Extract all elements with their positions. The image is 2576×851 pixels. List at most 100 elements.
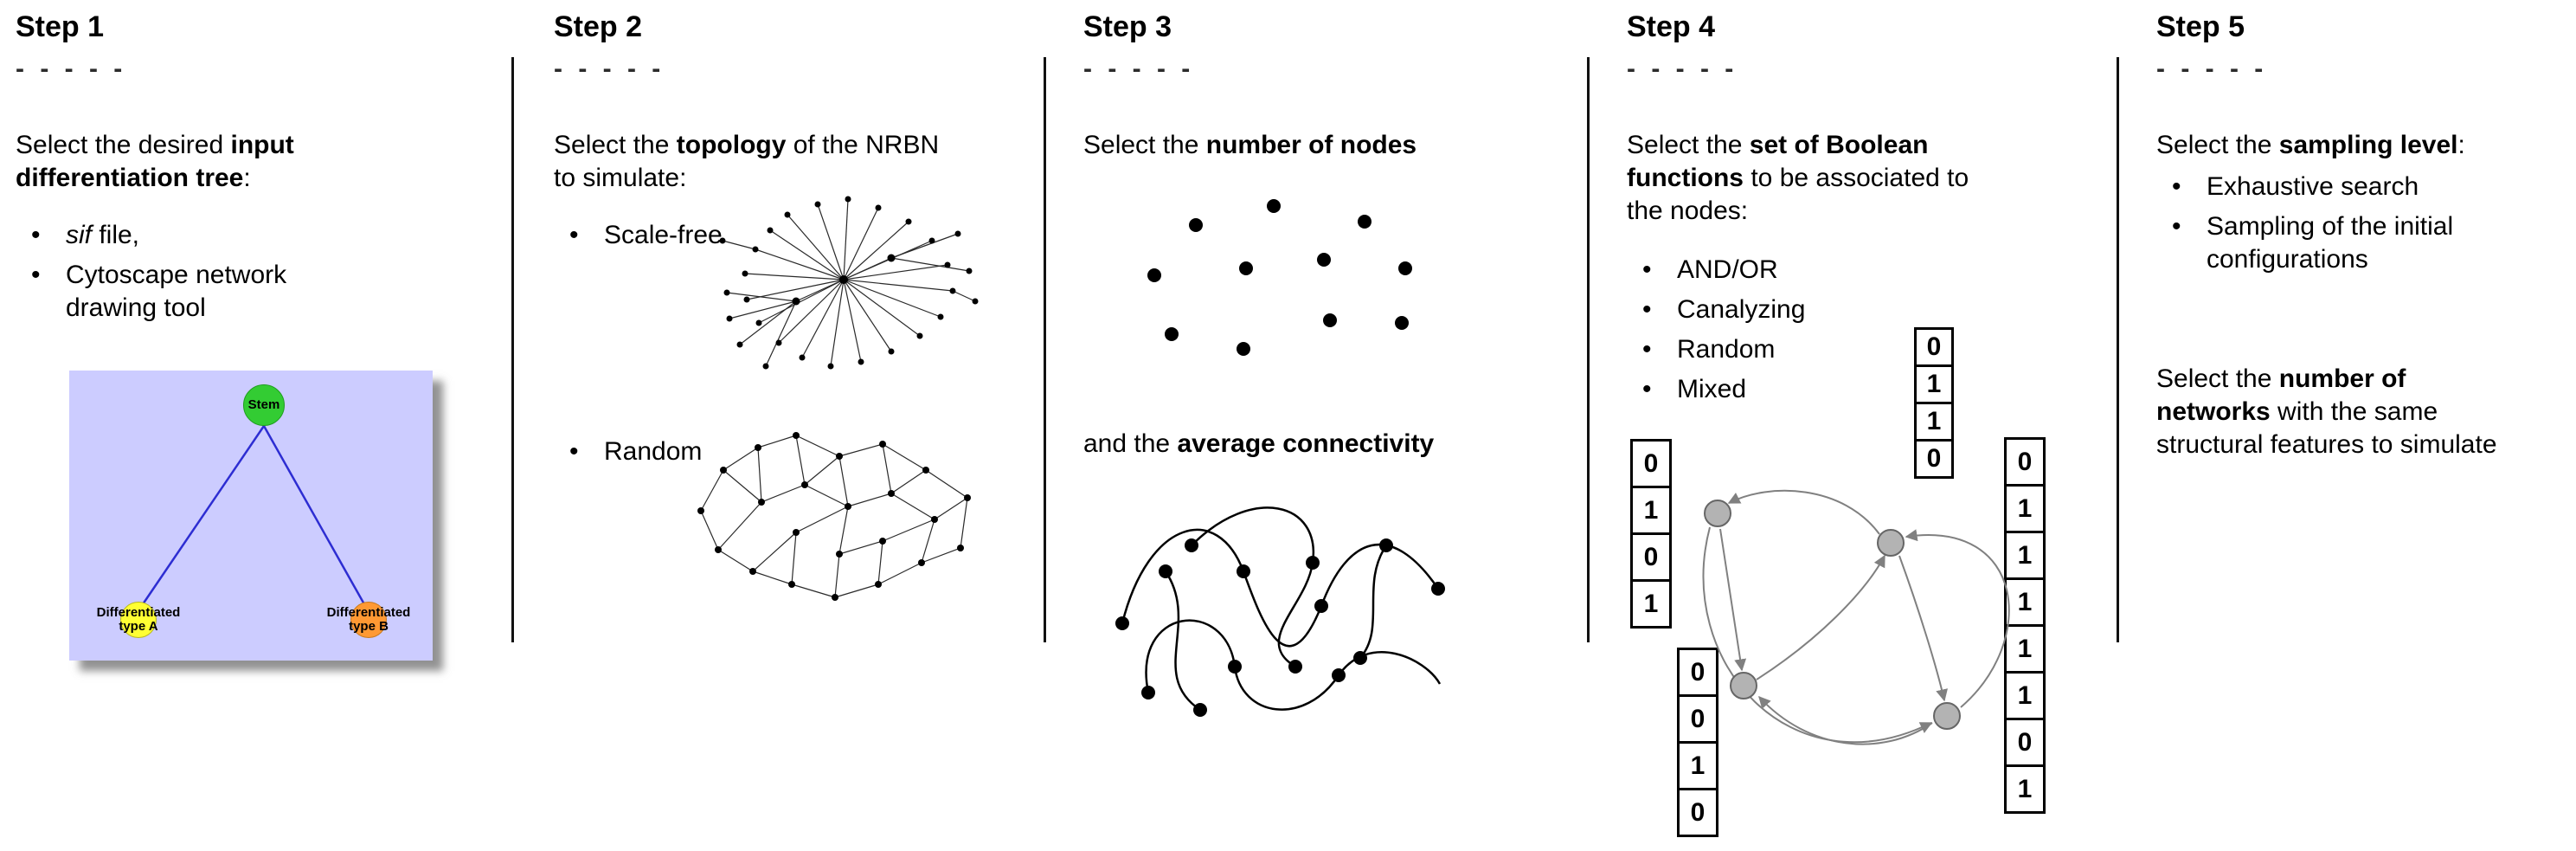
- connectivity-curves: [1121, 506, 1442, 712]
- tree-edge-right: [262, 425, 366, 605]
- text-segment-bold: input differentiation tree: [16, 131, 294, 192]
- text-segment: Select the: [554, 131, 677, 159]
- step-5-intro: Select the sampling level:: [2156, 129, 2563, 162]
- truth-table-cell: 1: [2004, 484, 2046, 533]
- column-divider-3: [1587, 57, 1590, 642]
- step-4-dashes: - - - - -: [1627, 55, 1738, 83]
- text-segment: Canalyzing: [1677, 295, 1806, 324]
- step-5-bullet-list: Exhaustive search Sampling of the initia…: [2156, 171, 2572, 276]
- nodes-scatter-graphic: [1147, 199, 1412, 356]
- truth-table-cell: 0: [1914, 327, 1954, 367]
- type-a-node-circle: [120, 602, 157, 638]
- step-5-panel: Step 5 - - - - - Select the sampling lev…: [2156, 0, 2572, 851]
- text-segment-bold: number of nodes: [1205, 131, 1417, 159]
- text-segment: Scale-free: [604, 221, 723, 249]
- truth-table-left: 0 1 0 1: [1630, 439, 1672, 629]
- step-3-panel: Step 3 - - - - - Select the number of no…: [1083, 0, 1578, 851]
- text-segment: Select the: [2156, 364, 2279, 393]
- scatter-dots: [1147, 199, 1412, 356]
- truth-table-cell: 1: [1914, 364, 1954, 404]
- text-segment-bold: number of networks: [2156, 364, 2406, 426]
- connectivity-dots: [1115, 538, 1445, 717]
- tree-edge-left: [141, 425, 266, 605]
- truth-table-cell: 0: [2004, 718, 2046, 767]
- truth-table-top: 0 1 1 0: [1914, 327, 1954, 479]
- gene-node: [1730, 672, 1757, 699]
- text-segment: to be associated to the nodes:: [1627, 164, 1969, 225]
- text-segment: Exhaustive search: [2207, 172, 2419, 201]
- truth-table-cell: 1: [2004, 577, 2046, 627]
- column-divider-4: [2117, 57, 2119, 642]
- random-network-edges: [700, 435, 968, 598]
- step-4-bullet-list: AND/OR Canalyzing Random Mixed: [1627, 254, 2108, 406]
- bullet-sampling-initial-configurations: Sampling of the initial configurations: [2156, 210, 2468, 276]
- connectivity-graph-graphic: [1115, 506, 1445, 717]
- truth-table-cell: 1: [1677, 741, 1718, 790]
- text-segment: :: [243, 164, 251, 192]
- step-1-bullet-list: sif file, Cytoscape network drawing tool: [16, 219, 500, 325]
- text-segment-italic: sif: [66, 221, 92, 249]
- step-5-dashes: - - - - -: [2156, 55, 2268, 83]
- random-network-graphic: [697, 432, 971, 601]
- scale-free-network-graphic: [719, 196, 979, 370]
- column-divider-1: [511, 57, 514, 642]
- text-segment: and the: [1083, 429, 1178, 458]
- truth-table-cell: 0: [1677, 694, 1718, 744]
- text-segment-bold: set of Boolean functions: [1627, 131, 1929, 192]
- step-4-title: Step 4: [1627, 10, 1716, 43]
- gene-node: [1877, 529, 1905, 557]
- type-b-node-circle: [350, 602, 387, 638]
- truth-table-cell: 1: [1914, 402, 1954, 442]
- text-segment: AND/OR: [1677, 255, 1778, 284]
- text-segment: Select the desired: [16, 131, 231, 159]
- text-segment: Mixed: [1677, 375, 1747, 403]
- column-divider-2: [1044, 57, 1046, 642]
- stem-node-circle: [243, 384, 285, 426]
- gene-node: [1704, 500, 1731, 527]
- step-2-title: Step 2: [554, 10, 643, 43]
- step-3-title: Step 3: [1083, 10, 1172, 43]
- step-2-bullet-list: Scale-free Random: [554, 219, 1034, 468]
- scale-free-edges: [722, 198, 976, 367]
- truth-table-cell: 0: [1677, 788, 1718, 837]
- step-5-title: Step 5: [2156, 10, 2245, 43]
- step-5-networks-text: Select the number of networks with the s…: [2156, 363, 2524, 461]
- step-2-intro: Select the topology of the NRBN to simul…: [554, 129, 943, 195]
- bullet-random: Random: [554, 435, 1034, 468]
- bullet-and-or: AND/OR: [1627, 254, 2108, 287]
- step-2-panel: Step 2 - - - - - Select the topology of …: [554, 0, 1034, 851]
- boolean-network-graphic: [1702, 489, 2010, 745]
- text-segment: type B: [349, 619, 389, 634]
- truth-table-cell: 0: [1914, 439, 1954, 479]
- step-1-intro: Select the desired input differentiation…: [16, 129, 466, 195]
- step-3-intro: Select the number of nodes: [1083, 129, 1578, 162]
- bullet-cytoscape-tool: Cytoscape network drawing tool: [16, 259, 301, 325]
- truth-table-bottom-left: 0 0 1 0: [1677, 648, 1718, 837]
- text-segment: type A: [119, 619, 158, 634]
- step-1-dashes: - - - - -: [16, 55, 127, 83]
- boolean-network-edges: [1702, 489, 2010, 745]
- truth-table-cell: 0: [1630, 532, 1672, 582]
- step-1-title: Step 1: [16, 10, 105, 43]
- truth-table-cell: 1: [1630, 579, 1672, 629]
- truth-table-cell: 1: [2004, 624, 2046, 674]
- step-3-connectivity-text: and the average connectivity: [1083, 428, 1578, 461]
- scale-free-nodes: [719, 196, 979, 370]
- bullet-random-functions: Random: [1627, 333, 2108, 366]
- text-segment: of the NRBN to simulate:: [554, 131, 940, 192]
- truth-table-cell: 0: [1630, 439, 1672, 488]
- gene-node: [1933, 702, 1961, 730]
- bullet-exhaustive-search: Exhaustive search: [2156, 171, 2572, 203]
- step-3-dashes: - - - - -: [1083, 55, 1195, 83]
- text-segment: Differentiated: [96, 605, 181, 620]
- text-segment: Sampling of the initial configurations: [2207, 212, 2454, 274]
- stem-node-label: Stem: [208, 398, 320, 412]
- text-segment: with the same structural features to sim…: [2156, 397, 2497, 459]
- step-2-dashes: - - - - -: [554, 55, 665, 83]
- text-segment-bold: average connectivity: [1177, 429, 1435, 458]
- tree-edges-graphic: [141, 425, 366, 605]
- bullet-scale-free: Scale-free: [554, 219, 1034, 252]
